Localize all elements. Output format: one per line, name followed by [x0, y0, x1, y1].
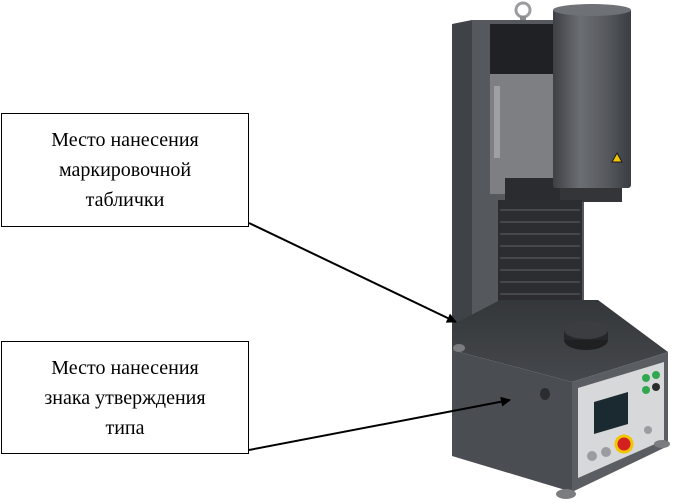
panel-button: [642, 374, 650, 382]
extrusion-furnace: [553, 4, 631, 202]
callout-line: маркировочной: [58, 159, 192, 181]
display-screen: [594, 392, 628, 434]
callout-line: Место нанесения: [51, 356, 199, 379]
callout-nameplate-location: Место нанесения маркировочной таблички: [1, 113, 249, 227]
sample-holder: [564, 321, 608, 350]
callout-line: знака утверждения: [44, 386, 206, 409]
callout-line: типа: [105, 416, 145, 439]
callout-arrow-nameplate: [248, 222, 457, 323]
panel-button: [642, 386, 650, 394]
emergency-stop-icon: [614, 434, 634, 454]
callout-line: таблички: [85, 189, 165, 211]
callout-arrow-approval-mark: [248, 396, 511, 451]
warning-triangle-icon: [611, 151, 623, 163]
control-panel: [578, 362, 664, 478]
panel-button: [652, 371, 660, 379]
callout-approval-mark-location: Место нанесения знака утверждения типа: [1, 341, 249, 454]
panel-button: [652, 383, 660, 391]
protective-slats: [498, 200, 582, 304]
callout-line: Место нанесения: [51, 129, 199, 151]
machine-feet: [453, 344, 670, 499]
